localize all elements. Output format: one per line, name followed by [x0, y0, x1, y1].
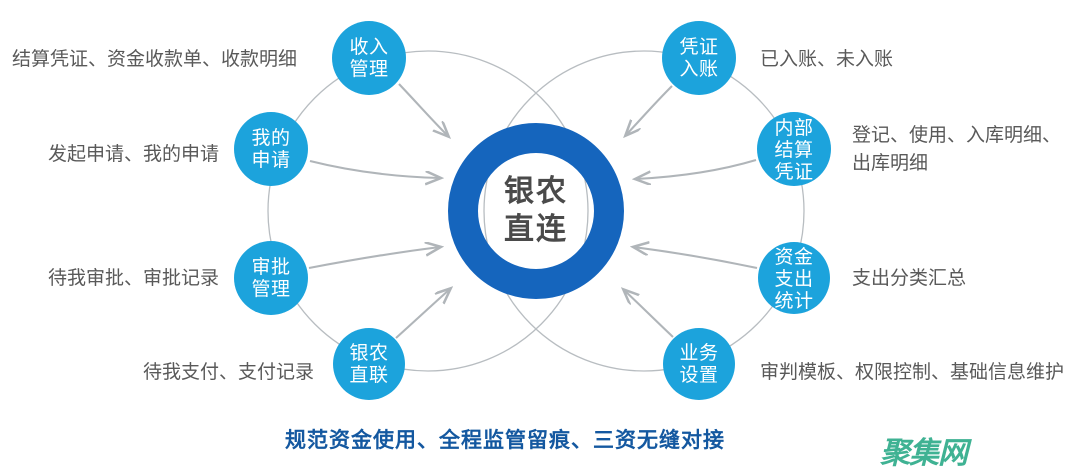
- arrow-expenditure-statistics: [634, 247, 758, 270]
- arrow-internal-settlement-voucher: [636, 158, 757, 179]
- node-expenditure-statistics[interactable]: 资金 支出 统计: [758, 242, 830, 314]
- node-circle[interactable]: [663, 328, 735, 400]
- node-internal-settlement-voucher[interactable]: 内部 结算 凭证: [757, 112, 831, 186]
- guide-circle-left: [267, 50, 589, 372]
- footer-caption: 规范资金使用、全程监管留痕、三资无缝对接: [285, 429, 725, 452]
- center-ring: [448, 123, 624, 299]
- watermark-logo: 聚集网: [880, 437, 968, 470]
- node-circle[interactable]: [333, 328, 405, 400]
- arrow-my-application: [309, 159, 440, 178]
- node-label-line2: 管理: [349, 58, 388, 80]
- nodes-group: 收入 管理 我的 申请 审批 管理 银农 直联 凭证 入账: [234, 21, 831, 400]
- node-label-line2: 管理: [251, 278, 290, 300]
- node-label-line2: 设置: [679, 364, 718, 386]
- arrow-voucher-entry: [626, 85, 673, 135]
- node-label-line2: 支出: [774, 268, 813, 290]
- node-label-line2: 结算: [774, 139, 813, 161]
- node-circle[interactable]: [234, 112, 308, 186]
- node-circle[interactable]: [757, 112, 831, 186]
- node-circle[interactable]: [758, 242, 830, 314]
- guide-circle-right: [483, 50, 805, 372]
- node-bank-direct-link[interactable]: 银农 直联: [333, 328, 405, 400]
- node-income-management[interactable]: 收入 管理: [332, 21, 406, 95]
- node-label-line1: 我的: [251, 127, 290, 149]
- node-circle[interactable]: [662, 21, 736, 95]
- node-label-line1: 凭证: [679, 36, 718, 58]
- node-circle[interactable]: [234, 241, 308, 315]
- node-label-line1: 审批: [251, 256, 290, 278]
- center-hub: 银农 直连: [448, 123, 624, 299]
- label-income-management: 结算凭证、资金收款单、收款明细: [11, 49, 297, 70]
- center-title-line2: 直连: [504, 213, 568, 246]
- node-label-line2: 入账: [679, 58, 718, 80]
- label-approval-management: 待我审批、审批记录: [47, 268, 219, 289]
- arrow-bank-direct-link: [395, 289, 450, 339]
- node-circle[interactable]: [332, 21, 406, 95]
- label-bank-direct-link: 待我支付、支付记录: [142, 362, 314, 383]
- node-label-line1: 银农: [349, 342, 388, 364]
- node-label-line2: 直联: [349, 364, 388, 386]
- node-label-line3: 统计: [774, 290, 813, 312]
- label-business-settings: 审判模板、权限控制、基础信息维护: [760, 362, 1065, 383]
- node-approval-management[interactable]: 审批 管理: [234, 241, 308, 315]
- node-label-line2: 申请: [251, 149, 290, 171]
- label-expenditure-statistics: 支出分类汇总: [852, 268, 967, 289]
- label-internal-settlement-voucher: 登记、使用、入库明细、 出库明细: [852, 125, 1062, 174]
- label-voucher-entry: 已入账、未入账: [760, 49, 894, 70]
- node-my-application[interactable]: 我的 申请: [234, 112, 308, 186]
- node-voucher-entry[interactable]: 凭证 入账: [662, 21, 736, 95]
- arrows-group: [308, 83, 758, 339]
- node-business-settings[interactable]: 业务 设置: [663, 328, 735, 400]
- label-my-application: 发起申请、我的申请: [47, 144, 219, 165]
- arrow-business-settings: [624, 290, 674, 338]
- node-label-line1: 业务: [679, 342, 718, 364]
- node-label-line1: 内部: [774, 117, 813, 139]
- node-label-line1: 资金: [774, 246, 813, 268]
- node-label-line1: 收入: [349, 36, 388, 58]
- center-title-line1: 银农: [504, 175, 568, 208]
- node-label-line3: 凭证: [774, 161, 813, 183]
- arrow-approval-management: [308, 247, 440, 270]
- arrow-income-management: [398, 83, 448, 136]
